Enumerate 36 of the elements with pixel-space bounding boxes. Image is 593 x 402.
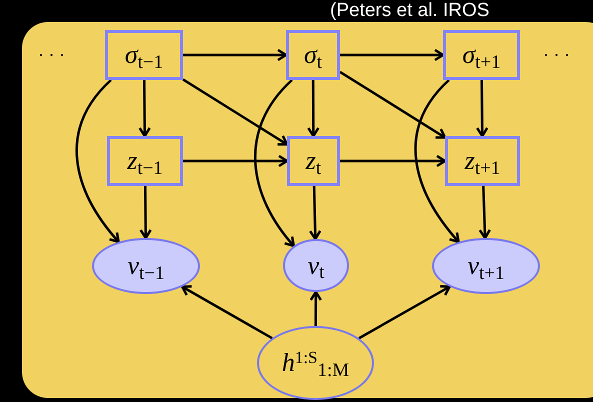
variable-box [286, 30, 340, 80]
arrow [76, 79, 120, 244]
arrow [182, 78, 288, 146]
math-label: z$_{t−1}$ [127, 148, 163, 174]
arrow [340, 48, 444, 62]
math-label: z$_{t}$ [306, 148, 322, 174]
arrow [139, 186, 152, 240]
arrow [339, 70, 446, 139]
variable-box [105, 30, 183, 80]
ellipsis: · · · [543, 44, 570, 67]
math-label: σ$_{t−1}$ [124, 42, 164, 68]
arrow [340, 154, 446, 168]
arrow [358, 285, 451, 340]
variable-box [445, 136, 520, 186]
variable-box [107, 136, 183, 186]
arrow [307, 80, 320, 138]
citation-text: (Peters et al. IROS [330, 0, 490, 22]
arrow [183, 154, 288, 168]
ellipsis: · · · [38, 44, 65, 67]
arrow [476, 80, 488, 138]
math-label: σ$_{t+1}$ [462, 42, 501, 68]
arrow [310, 290, 322, 326]
math-label: σ$_{t}$ [304, 42, 322, 68]
math-label: z$_{t+1}$ [464, 148, 500, 174]
arrow [138, 80, 151, 138]
arrow [308, 186, 322, 240]
variable-box [443, 30, 520, 80]
math-label: v$_{t+1}$ [467, 253, 505, 279]
arrow [181, 285, 273, 340]
arrow [414, 79, 460, 244]
arrow [478, 186, 492, 240]
math-label: v$_{t−1}$ [127, 253, 165, 279]
math-label: v$_{t}$ [308, 252, 324, 278]
arrow [254, 79, 295, 248]
variable-box [287, 136, 340, 186]
arrow [183, 48, 288, 62]
